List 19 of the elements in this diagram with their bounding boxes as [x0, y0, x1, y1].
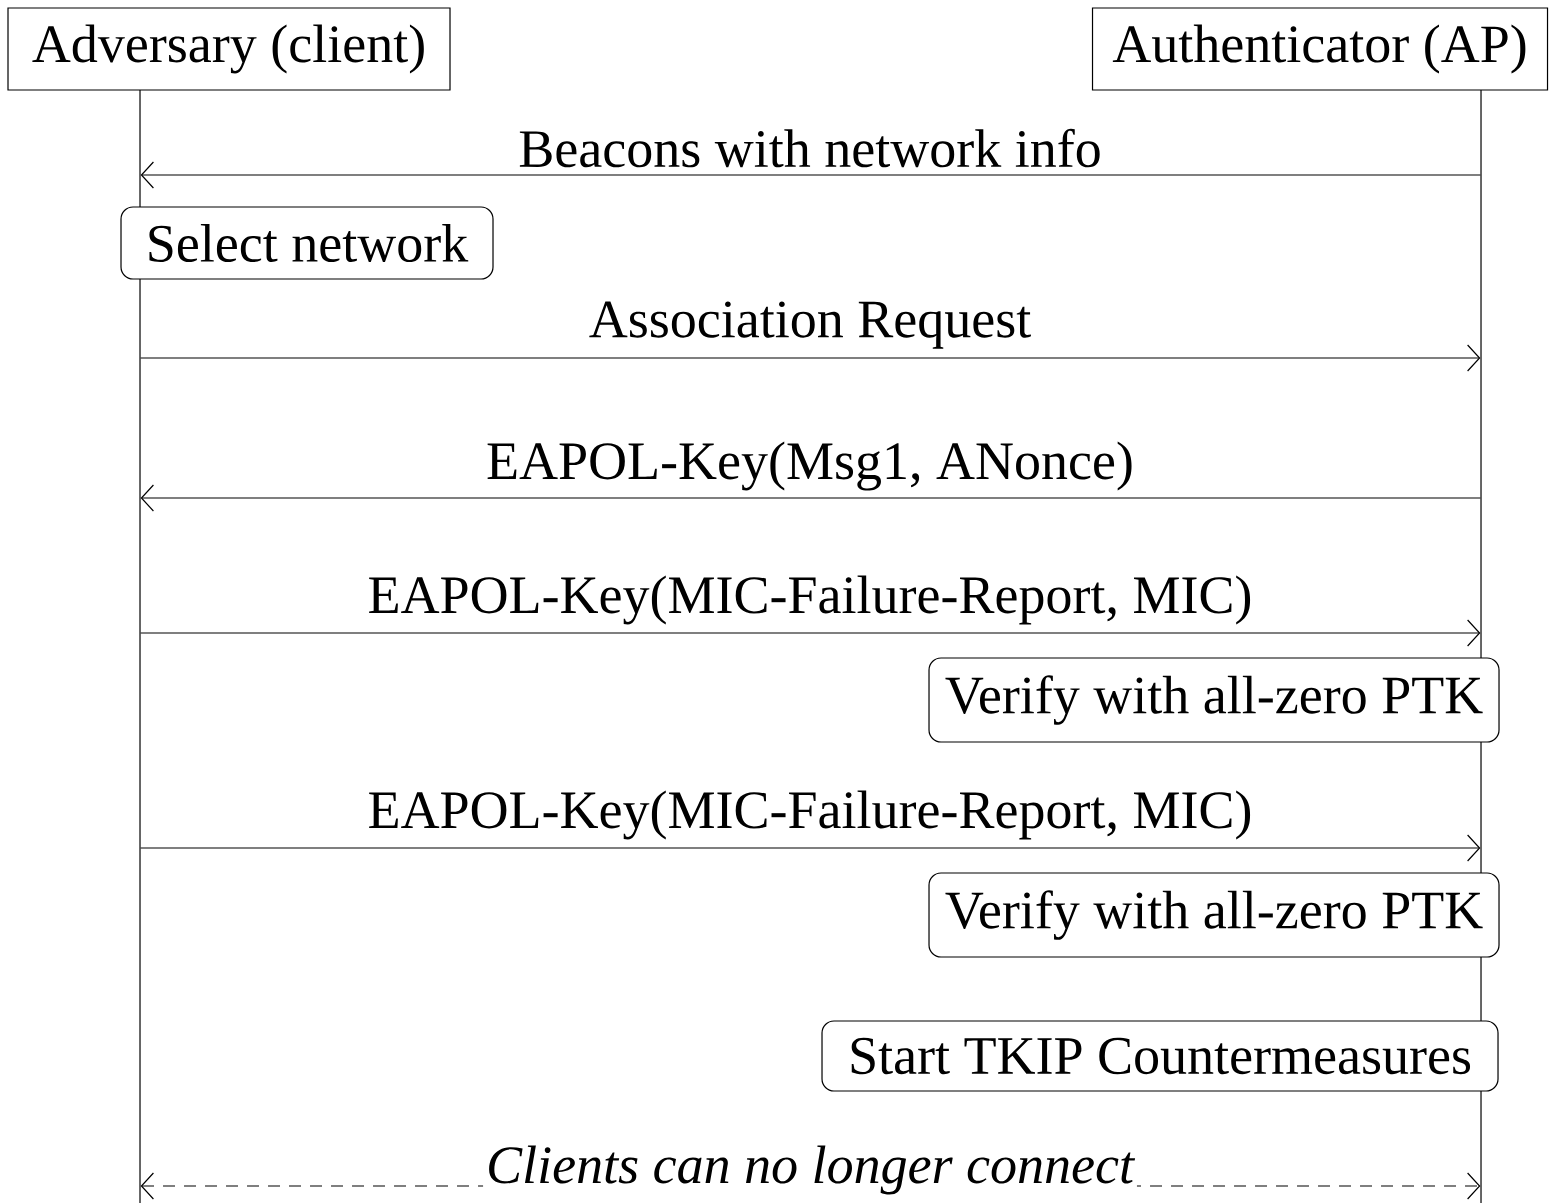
lifeline [1480, 90, 1482, 1203]
edge-label: Beacons with network info [515, 125, 1105, 171]
arrow [140, 834, 1481, 862]
participant-box: Adversary (client) [7, 7, 451, 91]
action-box: Select network [120, 206, 494, 280]
action-box: Verify with all-zero PTK [928, 872, 1500, 958]
edge-label: EAPOL-Key(MIC-Failure-Report, MIC) [364, 572, 1256, 628]
arrow [140, 344, 1481, 372]
arrow [140, 484, 1481, 512]
edge-label: EAPOL-Key(Msg1, ANonce) [483, 438, 1137, 494]
lifeline [139, 90, 141, 1203]
action-box: Start TKIP Countermeasures [821, 1020, 1499, 1092]
action-box: Verify with all-zero PTK [928, 657, 1500, 743]
arrow [140, 161, 1481, 189]
arrow [140, 619, 1481, 647]
edge-label: Association Request [585, 298, 1035, 352]
participant-box: Authenticator (AP) [1091, 7, 1549, 91]
edge-label: Clients can no longer connect [483, 1142, 1137, 1198]
edge-label: EAPOL-Key(MIC-Failure-Report, MIC) [364, 787, 1256, 843]
